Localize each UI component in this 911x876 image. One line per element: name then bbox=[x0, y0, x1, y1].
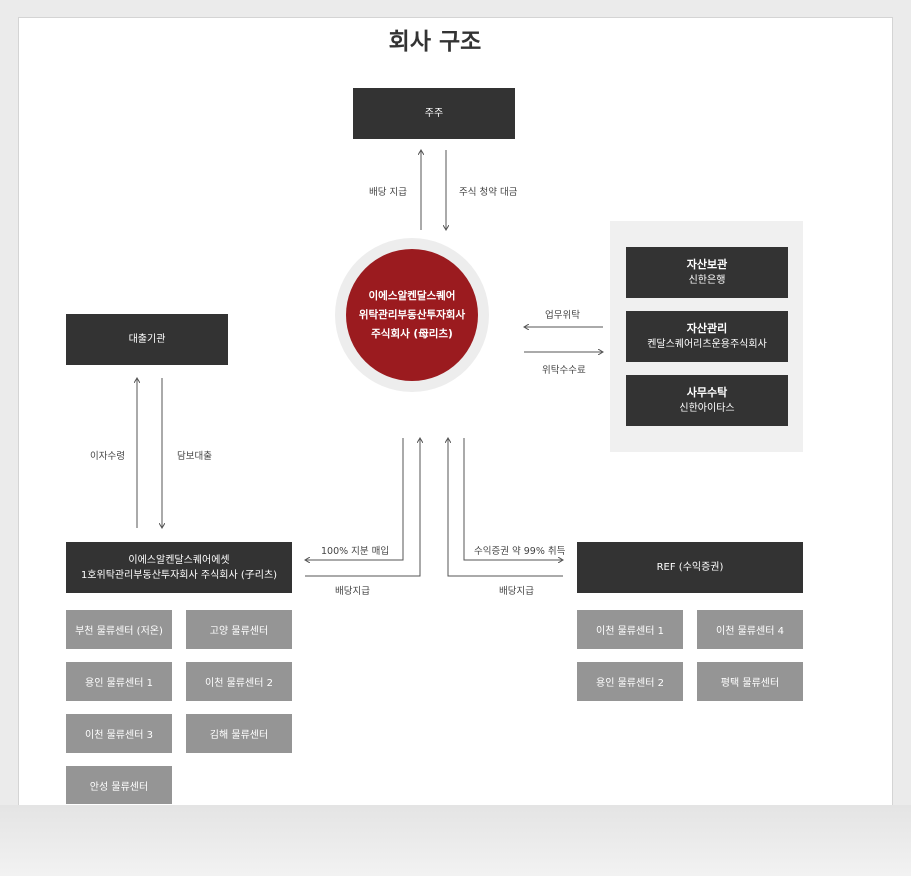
reit-name-line1: 이에스알켄달스퀘어 bbox=[368, 289, 456, 302]
lender-label: 대출기관 bbox=[128, 334, 166, 345]
logistics-center-box: 이천 물류센터 4 bbox=[697, 610, 803, 649]
label-dividend-left: 배당지급 bbox=[335, 586, 370, 597]
label-secured-loan: 담보대출 bbox=[177, 451, 212, 462]
label-certificate-acquire: 수익증권 약 99% 취득 bbox=[474, 546, 566, 557]
ref-box: REF (수익증권) bbox=[577, 542, 803, 593]
frame-shadow bbox=[0, 805, 911, 876]
label-dividend-right: 배당지급 bbox=[499, 586, 534, 597]
label-entrust-fee: 위탁수수료 bbox=[542, 365, 586, 376]
logistics-center-box: 김해 물류센터 bbox=[186, 714, 292, 753]
logistics-center-box: 용인 물류센터 2 bbox=[577, 662, 683, 701]
reit-circle: 이에스알켄달스퀘어 위탁관리부동산투자회사 주식회사 (母리츠) bbox=[346, 249, 478, 381]
service-box-asset-management: 자산관리 켄달스퀘어리츠운용주식회사 bbox=[626, 311, 788, 362]
service-box-custody: 자산보관 신한은행 bbox=[626, 247, 788, 298]
label-dividend-pay: 배당 지급 bbox=[369, 187, 407, 198]
lender-box: 대출기관 bbox=[66, 314, 228, 365]
logistics-center-box: 고양 물류센터 bbox=[186, 610, 292, 649]
ref-label: REF (수익증권) bbox=[656, 562, 724, 573]
logistics-center-box: 이천 물류센터 2 bbox=[186, 662, 292, 701]
logistics-center-box: 이천 물류센터 1 bbox=[577, 610, 683, 649]
label-equity-purchase: 100% 지분 매입 bbox=[321, 546, 390, 557]
logistics-center-box: 용인 물류센터 1 bbox=[66, 662, 172, 701]
logistics-center-box: 이천 물류센터 3 bbox=[66, 714, 172, 753]
logistics-center-box: 평택 물류센터 bbox=[697, 662, 803, 701]
label-stock-subscription: 주식 청약 대금 bbox=[459, 187, 518, 198]
page-title: 회사 구조 bbox=[388, 29, 482, 55]
service-sub: 신한은행 bbox=[688, 275, 726, 286]
service-title: 자산보관 bbox=[686, 258, 728, 271]
service-sub: 켄달스퀘어리츠운용주식회사 bbox=[647, 339, 767, 350]
service-title: 사무수탁 bbox=[686, 386, 728, 399]
service-box-admin: 사무수탁 신한아이타스 bbox=[626, 375, 788, 426]
sub-reit-line1: 이에스알켄달스퀘어에셋 bbox=[128, 554, 230, 566]
service-sub: 신한아이타스 bbox=[679, 403, 735, 414]
sub-reit-box: 이에스알켄달스퀘어에셋 1호위탁관리부동산투자회사 주식회사 (子리츠) bbox=[66, 542, 292, 593]
service-title: 자산관리 bbox=[686, 322, 728, 335]
reit-name-line2: 위탁관리부동산투자회사 bbox=[358, 308, 466, 321]
shareholders-box: 주주 bbox=[353, 88, 515, 139]
label-business-entrust: 업무위탁 bbox=[545, 310, 580, 321]
logistics-center-box: 부천 물류센터 (저온) bbox=[66, 610, 172, 649]
reit-name-line3: 주식회사 (母리츠) bbox=[371, 327, 453, 340]
label-interest-pay: 이자수령 bbox=[90, 451, 125, 462]
logistics-center-box: 안성 물류센터 bbox=[66, 766, 172, 804]
sub-reit-line2: 1호위탁관리부동산투자회사 주식회사 (子리츠) bbox=[80, 569, 278, 581]
shareholders-label: 주주 bbox=[424, 108, 444, 119]
